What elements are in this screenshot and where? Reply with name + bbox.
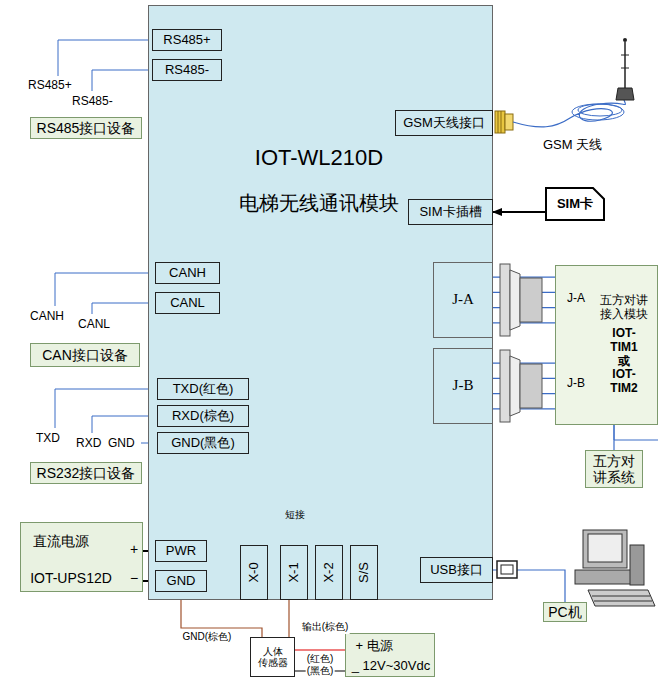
terminal-box: PWR bbox=[155, 540, 207, 562]
wire-connector bbox=[295, 649, 345, 650]
sensor-box: 人体 传感器 bbox=[250, 637, 295, 677]
node-text: 直流电源 bbox=[33, 533, 89, 549]
terminal-box: S/S bbox=[350, 545, 378, 600]
node-text: CANL bbox=[170, 296, 205, 311]
terminal-box: X-0 bbox=[240, 545, 268, 600]
wire-label: (黑色) bbox=[306, 664, 335, 678]
device-box: RS232接口设备 bbox=[30, 462, 142, 484]
terminal-box: GND bbox=[155, 570, 207, 592]
terminal-box: SIM卡插槽 bbox=[408, 199, 493, 225]
device-box: PC机 bbox=[543, 602, 587, 622]
terminal-box: GSM天线接口 bbox=[395, 110, 493, 136]
antenna-label: GSM 天线 bbox=[543, 136, 602, 154]
terminal-box: CANH bbox=[155, 262, 220, 284]
terminal-box: X-2 bbox=[315, 545, 343, 600]
connector-box: J-A bbox=[433, 262, 493, 338]
node-text: RS232接口设备 bbox=[37, 465, 136, 481]
terminal-box: RS485- bbox=[152, 59, 222, 81]
signal-label: GND bbox=[108, 436, 135, 450]
connector-box: J-B bbox=[433, 348, 493, 424]
db-connectors bbox=[500, 264, 542, 422]
wire-label: GND(棕色) bbox=[182, 630, 233, 644]
node-text: 人体 传感器 bbox=[258, 646, 288, 669]
node-text: + 电源 bbox=[355, 639, 392, 654]
terminal-box: TXD(红色) bbox=[157, 378, 249, 400]
node-text: CAN接口设备 bbox=[42, 347, 128, 363]
node-text: X-2 bbox=[322, 562, 337, 582]
module-box: IOT-WL210D 电梯无线通讯模块 RS485+ RS485- GSM天线接口 SIM… bbox=[148, 5, 493, 600]
terminal-box: RS485+ bbox=[152, 29, 222, 51]
node-text: J-B bbox=[453, 377, 474, 394]
signal-label: RS485- bbox=[72, 94, 113, 108]
wire-label: 短接 bbox=[284, 508, 306, 522]
device-box: + 电源 _ 12V~30Vdc bbox=[345, 633, 435, 677]
node-text: RS485接口设备 bbox=[37, 120, 136, 136]
node-text: TXD(红色) bbox=[173, 382, 234, 397]
signal-label: CANL bbox=[78, 317, 110, 331]
node-text: 电梯无线通讯模块 bbox=[239, 192, 399, 215]
device-box: RS485接口设备 bbox=[30, 117, 142, 139]
device-box: 五方对 讲系统 bbox=[585, 450, 643, 488]
signal-label: RS485+ bbox=[28, 78, 72, 92]
node-text: SIM卡 bbox=[557, 197, 593, 212]
pc-computer bbox=[575, 530, 655, 606]
node-text: GND(黑色) bbox=[171, 436, 235, 451]
terminal-box: CANL bbox=[155, 292, 220, 314]
usb-plug bbox=[497, 561, 517, 578]
intercom-module-box: J-A 五方对讲 接入模块 IOT-TIM1 或 IOT-TIM2J-B bbox=[555, 265, 658, 425]
node-text: J-A bbox=[452, 291, 474, 308]
wire-connector bbox=[613, 425, 614, 450]
terminal-box: X-1 bbox=[280, 545, 308, 600]
node-text: USB接口 bbox=[430, 563, 483, 578]
node-text: J-A bbox=[567, 292, 585, 306]
node-text: J-B bbox=[567, 377, 585, 391]
node-text: X-0 bbox=[247, 562, 262, 582]
node-text: 五方对讲 接入模块 bbox=[596, 294, 652, 322]
node-text: + bbox=[130, 541, 138, 557]
node-text: PWR bbox=[166, 544, 196, 559]
node-text: CANH bbox=[169, 266, 206, 281]
device-box: 直流电源 + IOT-UPS12D − bbox=[20, 522, 143, 592]
terminal-box: GND(黑色) bbox=[157, 432, 249, 454]
node-text: IOT-WL210D bbox=[255, 145, 383, 170]
terminal-box: RXD(棕色) bbox=[157, 405, 249, 427]
node-text: − bbox=[130, 570, 138, 586]
node-text: IOT-UPS12D bbox=[30, 570, 112, 586]
node-text: PC机 bbox=[548, 604, 581, 620]
device-box: CAN接口设备 bbox=[30, 343, 140, 367]
terminal-box: USB接口 bbox=[420, 557, 493, 583]
node-text: RXD(棕色) bbox=[172, 409, 234, 424]
node-text: 五方对 讲系统 bbox=[593, 453, 635, 485]
signal-label: TXD bbox=[36, 431, 60, 445]
signal-label: RXD bbox=[76, 436, 101, 450]
node-text: GSM天线接口 bbox=[403, 116, 485, 131]
wire-connector bbox=[288, 600, 289, 637]
gsm-antenna bbox=[495, 38, 634, 133]
node-text: RS485- bbox=[165, 63, 209, 78]
node-text: X-1 bbox=[287, 562, 302, 582]
node-text: RS485+ bbox=[163, 33, 210, 48]
signal-label: CANH bbox=[30, 309, 64, 323]
node-text: IOT-TIM1 或 IOT-TIM2 bbox=[608, 327, 641, 396]
wire-connector bbox=[493, 211, 545, 213]
node-text: S/S bbox=[357, 562, 372, 583]
node-text: SIM卡插槽 bbox=[419, 205, 481, 220]
node-text: _ 12V~30Vdc bbox=[352, 659, 430, 674]
wire-label: 输出(棕色) bbox=[301, 620, 350, 634]
sim-card: SIM卡 bbox=[545, 187, 605, 221]
node-text: GND bbox=[167, 574, 196, 589]
